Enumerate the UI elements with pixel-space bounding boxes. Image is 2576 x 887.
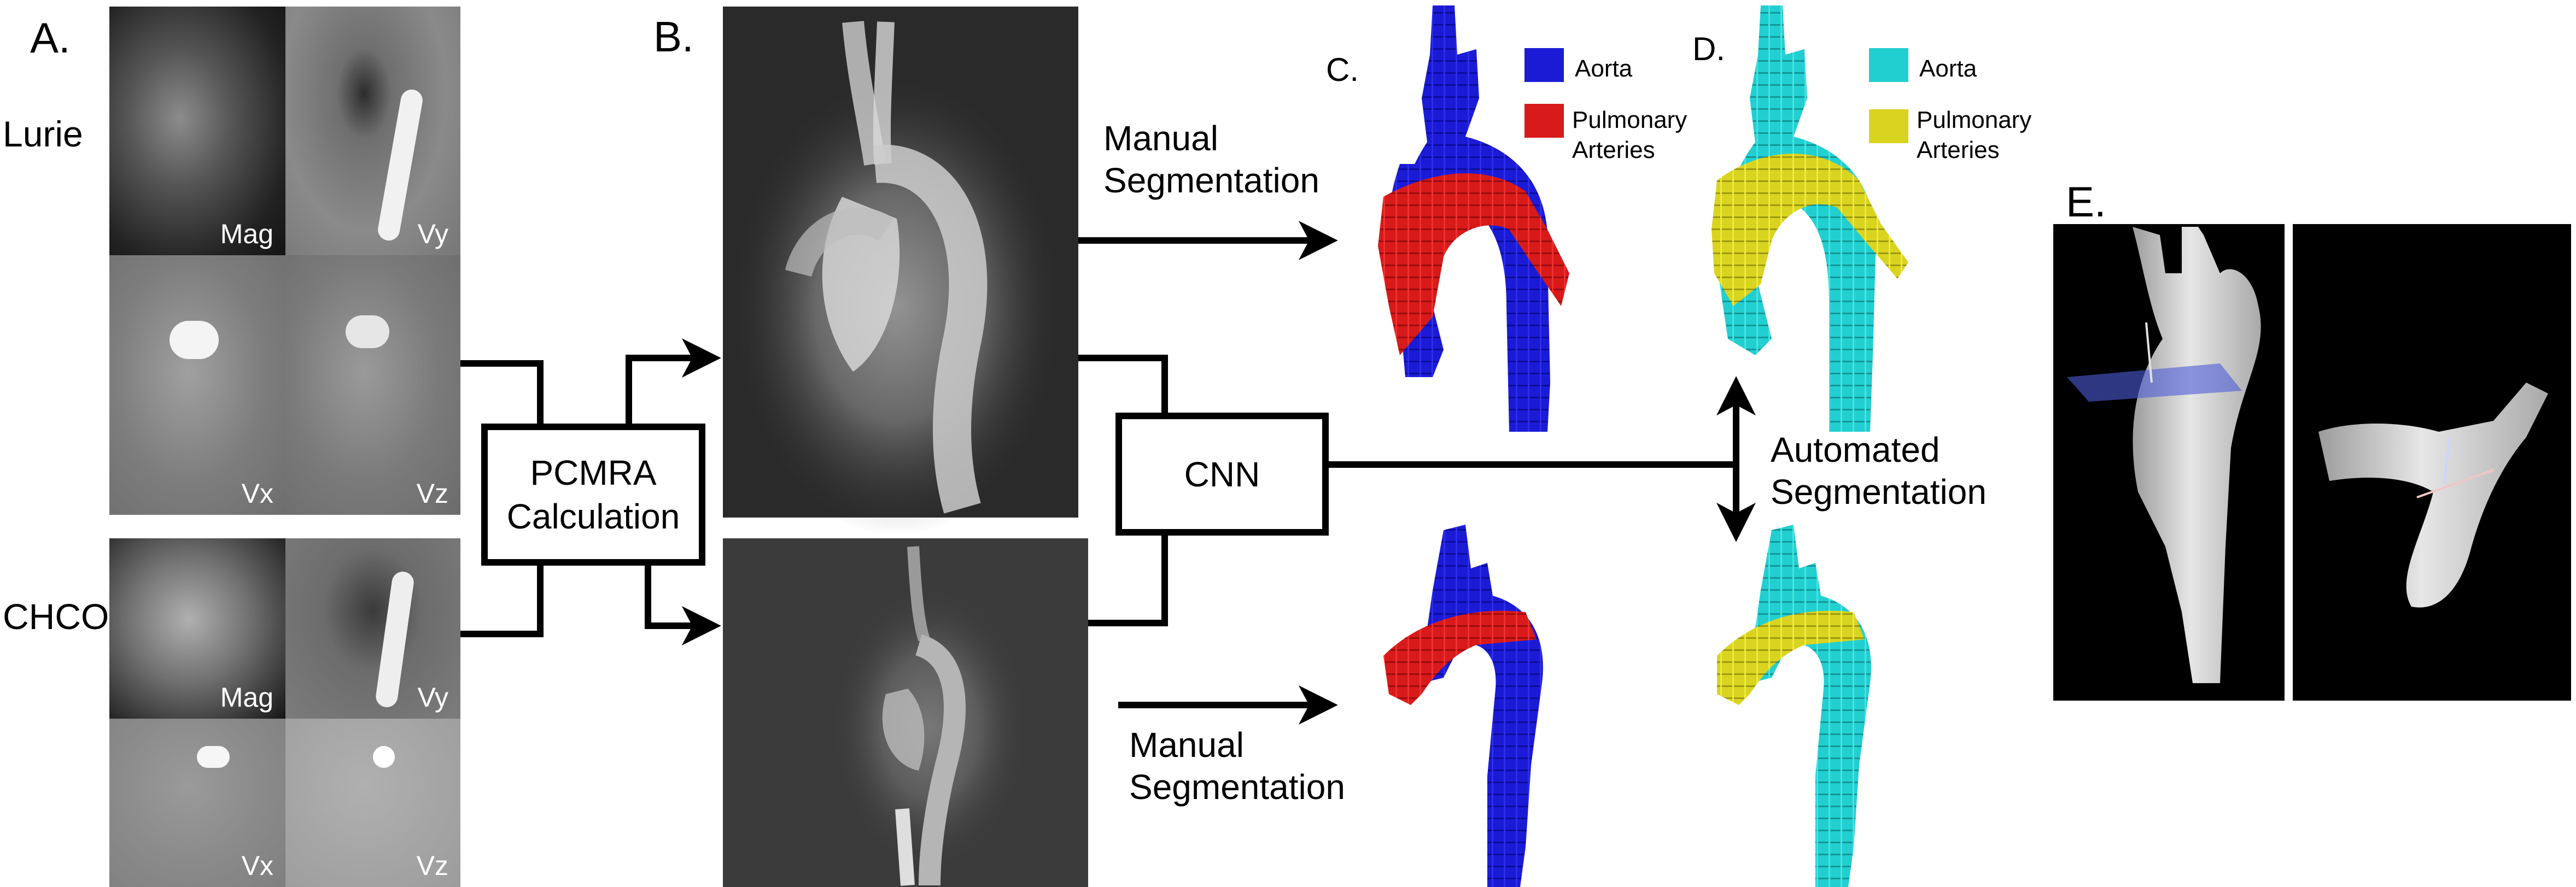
- manual-segmentation-bottom-label: Manual Segmentation: [1129, 724, 1345, 808]
- panel-label-e: E.: [2066, 178, 2106, 226]
- segmentation-d-bottom: [1717, 525, 1871, 887]
- pcmra-label-line2: Calculation: [506, 497, 680, 536]
- segmentation-c-top: [1378, 5, 1569, 432]
- flow-connectors: [458, 221, 1756, 725]
- mri-tile-lurie-vz: Vz: [285, 255, 460, 515]
- pulmonary-c-bottom: [1383, 610, 1537, 705]
- legend-c-aorta-swatch: [1524, 48, 1564, 82]
- connector-chco-to-pcmra: [458, 563, 544, 637]
- row-label-chco: CHCO: [3, 596, 109, 637]
- tile-label: Mag: [220, 219, 273, 249]
- aorta-c-bottom: [1422, 525, 1543, 887]
- legend-d-pulmonary-label: Pulmonary Arteries: [1917, 105, 2031, 165]
- legend-d-aorta-swatch: [1869, 48, 1908, 82]
- connector-lurie-pcmra-to-cnn: [1078, 355, 1168, 415]
- mri-tile-lurie-vx: Vx: [109, 255, 285, 515]
- tile-label: Vx: [241, 850, 273, 881]
- legend-c-pulmonary-swatch: [1524, 104, 1564, 138]
- manual-segmentation-top-label: Manual Segmentation: [1103, 118, 1319, 202]
- tile-label: Vz: [416, 850, 448, 881]
- render-e-left: [2053, 224, 2285, 701]
- tile-label: Vz: [416, 478, 448, 509]
- pcmra-image-lurie: [723, 7, 1078, 536]
- manual-bottom-line1: Manual: [1129, 725, 1244, 765]
- aorta-c-top: [1395, 5, 1550, 432]
- mri-tile-chco-vz: Vz: [285, 719, 460, 887]
- pulmonary-d-top: [1712, 154, 1908, 306]
- row-label-lurie: Lurie: [3, 114, 83, 154]
- mri-tile-lurie-mag: Mag: [109, 7, 285, 255]
- tile-label: Vy: [417, 682, 449, 713]
- pcmra-image-chco: [723, 538, 1088, 887]
- panel-label-b: B.: [653, 13, 694, 61]
- render-e-right: [2293, 224, 2571, 701]
- mri-tile-chco-mag: Mag: [109, 538, 285, 719]
- mri-tile-chco-vy: Vy: [285, 538, 460, 719]
- automated-line1: Automated: [1771, 430, 1940, 469]
- arrow-pcmra-to-chco-pcmra: [645, 563, 721, 645]
- connector-chco-pcmra-to-cnn: [1088, 534, 1168, 626]
- legend-c-pulmonary-line2: Arteries: [1572, 137, 1655, 163]
- manual-top-line2: Segmentation: [1103, 160, 1319, 200]
- automated-segmentation-label: Automated Segmentation: [1771, 429, 1987, 513]
- tile-label: Mag: [220, 682, 273, 713]
- cnn-box: CNN: [1115, 413, 1329, 536]
- tile-label: Vy: [417, 219, 449, 249]
- pcmra-calculation-box: PCMRA Calculation: [481, 424, 705, 566]
- legend-d-pulmonary-swatch: [1869, 109, 1908, 143]
- mri-tile-lurie-vy: Vy: [285, 7, 460, 255]
- legend-c-pulmonary-label: Pulmonary Arteries: [1572, 105, 1687, 165]
- manual-top-line1: Manual: [1103, 119, 1218, 158]
- mri-tile-chco-vx: Vx: [109, 719, 285, 887]
- legend-d-pulmonary-line1: Pulmonary: [1917, 107, 2032, 133]
- legend-c-pulmonary-line1: Pulmonary: [1572, 107, 1687, 133]
- pulmonary-d-bottom: [1717, 610, 1865, 705]
- panel-label-d: D.: [1692, 31, 1725, 67]
- aorta-d-bottom: [1750, 525, 1871, 887]
- cnn-label: CNN: [1184, 454, 1260, 494]
- pcmra-label-line1: PCMRA: [530, 453, 657, 492]
- tile-label: Vx: [241, 478, 273, 509]
- arrow-pcmra-to-lurie-pcmra: [626, 338, 721, 426]
- legend-c-aorta-label: Aorta: [1575, 55, 1633, 82]
- aorta-d-top: [1719, 5, 1876, 432]
- legend-d-pulmonary-line2: Arteries: [1917, 137, 2000, 163]
- segmentation-c-bottom: [1383, 525, 1543, 887]
- connector-lurie-to-pcmra: [458, 360, 544, 426]
- automated-line2: Segmentation: [1771, 472, 1987, 512]
- panel-label-c: C.: [1326, 51, 1359, 88]
- panel-label-a: A.: [30, 14, 71, 62]
- pulmonary-c-top: [1378, 173, 1569, 355]
- legend-d-aorta-label: Aorta: [1919, 55, 1977, 82]
- segmentation-d-top: [1712, 5, 1908, 432]
- manual-bottom-line2: Segmentation: [1129, 767, 1345, 807]
